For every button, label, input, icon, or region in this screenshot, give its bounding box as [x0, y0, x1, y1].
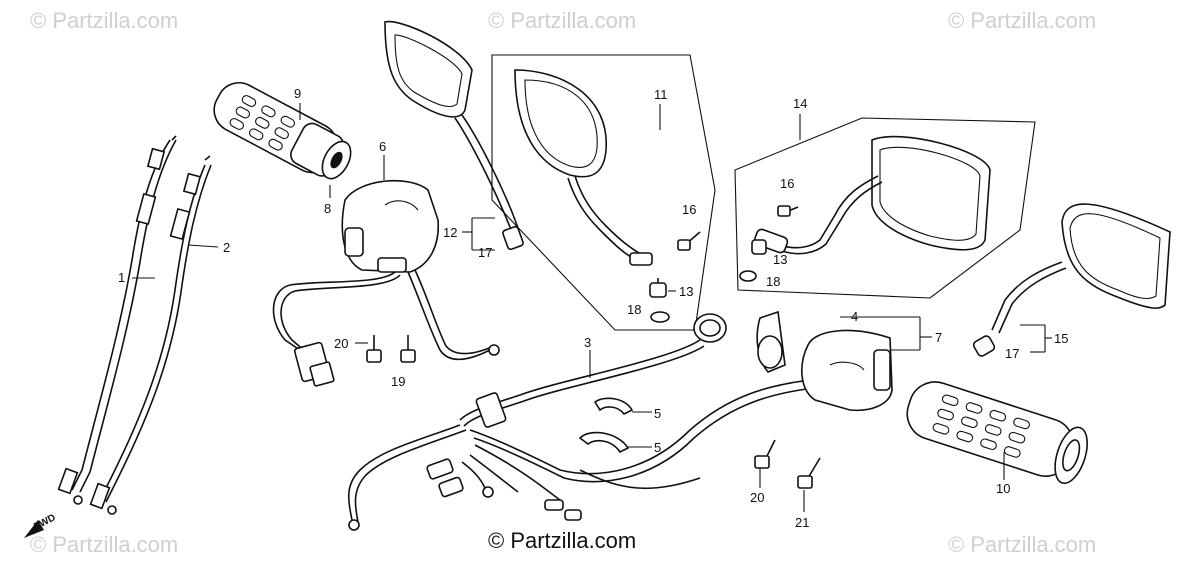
- callout-13-right: 13: [773, 252, 787, 267]
- left-switch-wiring: [272, 269, 500, 387]
- nut-13-right: [751, 239, 767, 255]
- callout-5-upper: 5: [654, 406, 661, 421]
- screw-20-left: [366, 335, 382, 363]
- callout-10: 10: [996, 481, 1010, 496]
- screw-20-right: [754, 439, 776, 469]
- screw-21: [797, 457, 821, 489]
- screw-19: [400, 335, 416, 363]
- callout-11: 11: [654, 87, 668, 102]
- callout-17-right: 17: [1005, 346, 1019, 361]
- callout-2: 2: [223, 240, 230, 255]
- callout-21: 21: [795, 515, 809, 530]
- bolt-16-left: [677, 231, 701, 251]
- callout-6: 6: [379, 139, 386, 154]
- callout-17-left: 17: [478, 245, 492, 260]
- left-grip: [213, 82, 352, 180]
- callout-12: 12: [443, 225, 457, 240]
- right-grip: [906, 381, 1088, 485]
- callout-19: 19: [391, 374, 405, 389]
- leader-2: [187, 244, 219, 248]
- callout-18-right: 18: [766, 274, 780, 289]
- throttle-cables: [57, 135, 212, 515]
- mirror-14: [753, 135, 991, 255]
- watermark-bottom-right: © Partzilla.com: [948, 532, 1096, 557]
- callout-5-lower: 5: [654, 440, 661, 455]
- callout-20-right: 20: [750, 490, 764, 505]
- clamp-5-upper: [593, 397, 634, 416]
- callout-4: 4: [851, 309, 858, 324]
- callout-15: 15: [1054, 331, 1068, 346]
- callout-16-right: 16: [780, 176, 794, 191]
- callout-16-left: 16: [682, 202, 696, 217]
- watermark-bottom-left: © Partzilla.com: [30, 532, 178, 557]
- main-wire-harness-3: [348, 313, 815, 531]
- copyright-bottom: © Partzilla.com: [488, 528, 636, 553]
- washer-18-right: [739, 270, 757, 282]
- callout-1: 1: [118, 270, 125, 285]
- callout-9: 9: [294, 86, 301, 101]
- bolt-16-right: [777, 205, 799, 217]
- watermark-top-right: © Partzilla.com: [948, 8, 1096, 33]
- fwd-text: FWD: [32, 512, 57, 532]
- callout-20-left: 20: [334, 336, 348, 351]
- watermark-top-center: © Partzilla.com: [488, 8, 636, 33]
- callout-7: 7: [935, 330, 942, 345]
- mirror-kit-14-box: [734, 117, 1036, 299]
- callout-14: 14: [793, 96, 807, 111]
- clamp-5-lower: [578, 431, 630, 454]
- right-mirror-15: [972, 203, 1171, 357]
- right-switch-housing: [756, 310, 893, 412]
- washer-18-left: [650, 311, 670, 323]
- left-switch-housing: [341, 179, 440, 273]
- mirror-11: [514, 69, 653, 266]
- callout-3: 3: [584, 335, 591, 350]
- callout-13-left: 13: [679, 284, 693, 299]
- callout-18-left: 18: [627, 302, 641, 317]
- watermark-top-left: © Partzilla.com: [30, 8, 178, 33]
- nut-13-left: [649, 278, 667, 298]
- callout-8: 8: [324, 201, 331, 216]
